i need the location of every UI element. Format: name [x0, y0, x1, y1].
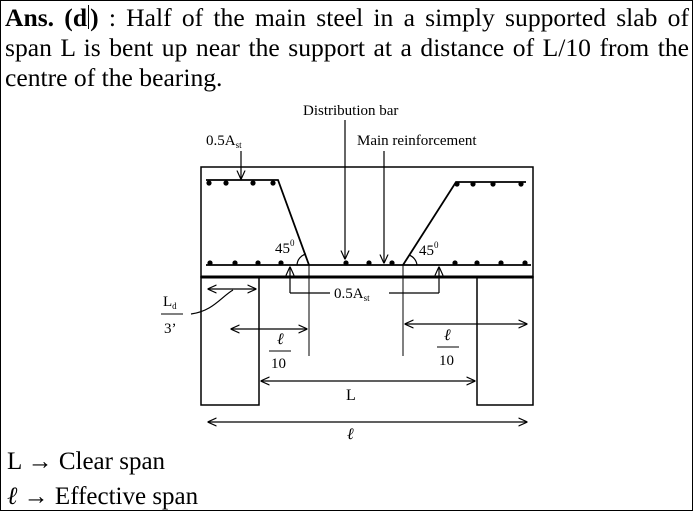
left-l10-denominator: 10 [271, 356, 286, 372]
legend-text: Clear span [58, 448, 166, 475]
answer-paragraph: Ans. (d) : Half of the main steel in a s… [5, 3, 689, 93]
legend-effective-span: ℓ → Effective span [7, 482, 198, 512]
ld-leader-line [190, 289, 234, 315]
left-support [200, 276, 260, 406]
distribution-bar-label: Distribution bar [303, 103, 398, 119]
left-angle-arc [296, 253, 307, 266]
right-angle-label: 450 [419, 240, 439, 259]
legend-symbol: ℓ [7, 483, 18, 510]
right-angle-arc [408, 254, 418, 266]
bottom-bar-dots [207, 260, 528, 266]
top-right-bar-dots [454, 181, 524, 187]
legend-text: Effective span [54, 483, 199, 510]
legend-arrow: → [21, 448, 59, 475]
effective-span-label: ℓ [347, 426, 354, 443]
legend-arrow: → [17, 483, 55, 510]
legend-clear-span: L → Clear span [7, 447, 165, 477]
left-bent-up-bar [206, 179, 310, 266]
top-ast-label: 0.5Ast [206, 133, 242, 150]
answer-label-close: ) [90, 3, 99, 32]
left-l10-numerator: ℓ [277, 331, 284, 348]
answer-label: Ans. (d [5, 3, 88, 32]
text-cursor [88, 5, 90, 29]
right-support [476, 276, 534, 406]
left-angle-label: 450 [275, 238, 295, 257]
ld-fraction-denominator: 3’ [164, 321, 177, 337]
ld-fraction-numerator: Ld [163, 294, 177, 311]
right-l10-denominator: 10 [439, 353, 454, 369]
mid-ast-label: 0.5Ast [334, 286, 370, 303]
answer-text: : Half of the main steel in a simply sup… [5, 3, 689, 92]
legend-symbol: L [7, 448, 22, 475]
top-left-bar-dots [206, 180, 276, 186]
clear-span-label: L [346, 387, 356, 404]
main-reinforcement-label: Main reinforcement [357, 133, 477, 149]
right-l10-numerator: ℓ [444, 327, 451, 344]
